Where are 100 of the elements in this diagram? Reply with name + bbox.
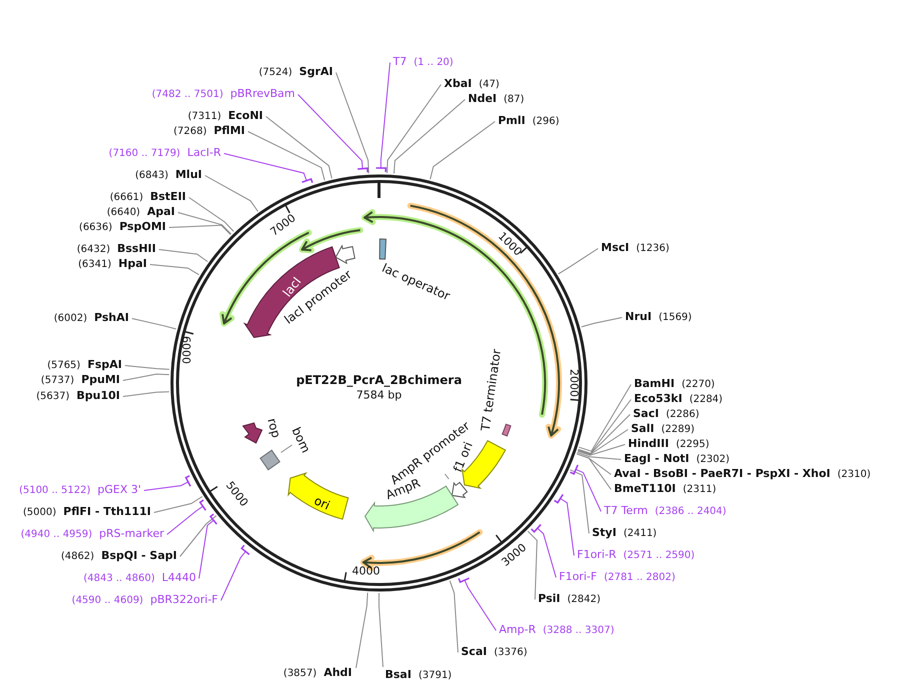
position-label: (5737) xyxy=(40,374,74,388)
primer-name: pBRrevBam xyxy=(230,87,295,101)
leader-line xyxy=(537,528,556,578)
position-label: (4862) xyxy=(60,550,94,564)
position-label: (2310) xyxy=(837,468,871,482)
position-label: (6661) xyxy=(110,191,144,205)
position-label: (5765) xyxy=(47,359,80,373)
primer-name: LacI-R xyxy=(187,146,221,160)
leader-line xyxy=(336,72,370,174)
position-label: (2295) xyxy=(676,438,710,452)
enzyme-name: EcoNI xyxy=(228,109,263,123)
leader-line xyxy=(132,318,177,330)
position-label: (87) xyxy=(504,93,524,107)
leader-line xyxy=(204,175,258,212)
enzyme-name: PmlI xyxy=(498,114,526,128)
enzyme-name: BssHII xyxy=(117,242,156,256)
leader-line xyxy=(578,399,632,454)
leader-line xyxy=(298,94,363,170)
enzyme-name: PflFI - Tth111I xyxy=(63,505,151,519)
enzyme-name: FspAI xyxy=(87,358,122,372)
position-label: (7524) xyxy=(258,66,292,80)
leader-line xyxy=(158,249,208,262)
position-label: (6432) xyxy=(76,243,110,257)
leader-line xyxy=(576,452,622,460)
leader-line xyxy=(394,99,466,174)
leader-line xyxy=(575,468,602,512)
position-label: (6843) xyxy=(135,169,168,183)
position-label: (6640) xyxy=(106,206,140,220)
position-label: (7268) xyxy=(173,125,207,139)
primer-name: pRS-marker xyxy=(99,527,164,541)
position-label: (2411) xyxy=(623,527,657,541)
leader-line xyxy=(180,515,217,557)
position-label: (2284) xyxy=(689,393,723,407)
leader-line xyxy=(386,84,442,174)
enzyme-name: HpaI xyxy=(118,257,147,271)
leader-line xyxy=(280,444,292,453)
leader-line xyxy=(144,481,189,491)
enzyme-name: BsaI xyxy=(385,668,412,682)
position-label: (6341) xyxy=(78,258,112,272)
position-label: (47) xyxy=(478,78,500,92)
leader-line xyxy=(122,374,170,381)
leader-line xyxy=(558,248,598,274)
feature-label: ori xyxy=(312,494,332,512)
enzyme-name: ScaI xyxy=(461,645,487,659)
primer-name: T7 Term xyxy=(604,504,648,518)
enzyme-name: MluI xyxy=(175,168,202,182)
enzyme-name: SgrAI xyxy=(299,65,333,79)
enzyme-name: HindIII xyxy=(628,437,669,451)
position-label: (1236) xyxy=(636,242,670,256)
position-label: (296) xyxy=(532,115,560,129)
plasmid-name: pET22B_PcrA_2Bchimera xyxy=(296,374,462,386)
position-label: (2781 .. 2802) xyxy=(604,571,676,585)
leader-line xyxy=(444,474,450,480)
size-label: 7584 bp xyxy=(356,390,402,400)
position-label: (5100 .. 5122) xyxy=(19,484,90,498)
enzyme-name: EagI - NotI xyxy=(624,452,690,466)
position-label: (7311) xyxy=(188,110,222,124)
leader-line xyxy=(248,131,326,181)
position-label: (4843 .. 4860) xyxy=(83,572,155,586)
leader-line xyxy=(578,384,632,452)
leader-line xyxy=(430,121,496,180)
leader-line xyxy=(220,551,246,601)
primer-name: pBR322ori-F xyxy=(150,593,218,607)
position-label: (1569) xyxy=(658,311,692,325)
enzyme-name: XbaI xyxy=(444,77,472,91)
position-label: (3791) xyxy=(418,669,452,683)
position-label: (5637) xyxy=(36,390,70,404)
leader-line xyxy=(224,153,307,182)
position-label: (2286) xyxy=(666,408,700,422)
primer-name: pGEX 3' xyxy=(97,483,141,497)
enzyme-name: SacI xyxy=(633,407,659,421)
enzyme-name: PspOMI xyxy=(119,220,166,234)
leader-line xyxy=(578,414,630,454)
feature-label: bom xyxy=(290,425,312,455)
position-label: (6002) xyxy=(54,312,88,326)
position-label: (2386 .. 2404) xyxy=(654,505,726,519)
enzyme-name: BspQI - SapI xyxy=(101,549,177,563)
tick-label: 6000 xyxy=(180,336,192,364)
position-label: (3376) xyxy=(494,646,528,660)
position-label: (2270) xyxy=(682,378,715,392)
primer-name: L4440 xyxy=(162,571,196,585)
leader-line xyxy=(198,520,214,579)
feature-label: T7 terminator xyxy=(479,348,503,432)
primer-name: F1ori-F xyxy=(559,570,597,584)
position-label: (1 .. 20) xyxy=(414,56,454,70)
position-label: (2311) xyxy=(682,483,716,497)
leader-line xyxy=(178,212,232,234)
position-label: (2289) xyxy=(661,423,694,437)
enzyme-name: BmeT110I xyxy=(614,482,676,496)
enzyme-name: BstEII xyxy=(150,190,186,204)
enzyme-name: PflMI xyxy=(214,124,245,138)
position-label: (5000) xyxy=(23,506,56,520)
leader-line xyxy=(580,317,622,328)
leader-line xyxy=(577,429,628,456)
position-label: (7482 .. 7501) xyxy=(152,88,224,102)
leader-line xyxy=(380,62,390,168)
leader-line xyxy=(124,365,170,370)
enzyme-name: SalI xyxy=(631,422,654,436)
position-label: (3857) xyxy=(283,667,317,681)
leader-line xyxy=(188,197,234,232)
